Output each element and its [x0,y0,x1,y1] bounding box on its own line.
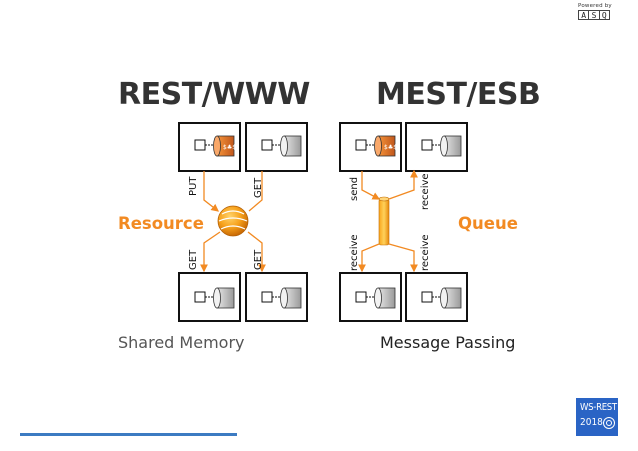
mest-node-bottom-left [339,272,402,322]
get-bottom-right-label: GET [253,249,264,270]
receive-top-label: receive [420,173,431,210]
svg-text:$♣$: $♣$ [223,144,236,151]
powered-by-label: Powered by [578,3,612,9]
svg-text:$♣$: $♣$ [384,144,397,151]
rest-connectors [200,171,266,273]
database-icon: $♣$ [213,135,236,157]
ws-rest-badge-year: 2018 [580,417,603,428]
shared-memory-caption: Shared Memory [118,333,245,352]
receive-bottom-right-arrow [388,243,418,273]
mest-node-top-right [405,122,468,172]
mest-connectors [358,169,418,273]
database-icon [213,287,235,309]
get-bottom-left-label: GET [188,249,199,270]
message-passing-caption: Message Passing [380,333,516,352]
asq-logo[interactable]: A S Q [578,10,610,20]
receive-top-arrow [388,169,418,200]
queue-pipe-icon [378,196,390,246]
send-label: send [349,177,360,201]
database-icon [440,135,462,157]
database-icon [280,135,302,157]
receive-bottom-left-arrow [358,243,380,273]
send-arrow [361,171,381,200]
ws-rest-badge: WS-REST 2018 [576,398,618,436]
rest-www-title: REST/WWW [118,77,310,112]
put-arrow [203,171,220,212]
ws-rest-badge-title: WS-REST [580,402,617,413]
get-top-line [248,171,263,212]
get-bottom-right-arrow [247,231,266,273]
database-icon [280,287,302,309]
resource-label: Resource [118,214,204,233]
database-icon [440,287,462,309]
mest-node-top-left: $♣$ [339,122,402,172]
database-icon: $♣$ [374,135,397,157]
get-bottom-left-arrow [200,231,221,273]
database-icon [374,287,396,309]
target-icon [603,417,615,429]
receive-bottom-left-label: receive [349,234,360,271]
queue-label: Queue [458,214,518,233]
rest-node-bottom-right [245,272,308,322]
rest-node-bottom-left [178,272,241,322]
get-top-label: GET [253,177,264,198]
resource-sphere-icon [217,205,249,237]
mest-node-bottom-right [405,272,468,322]
receive-bottom-right-label: receive [420,234,431,271]
slide-progress-bar [20,433,237,436]
mest-esb-title: MEST/ESB [376,77,541,112]
asq-logo-letter: Q [598,10,610,20]
rest-node-top-right [245,122,308,172]
put-label: PUT [188,176,199,196]
rest-node-top-left: $♣$ [178,122,241,172]
